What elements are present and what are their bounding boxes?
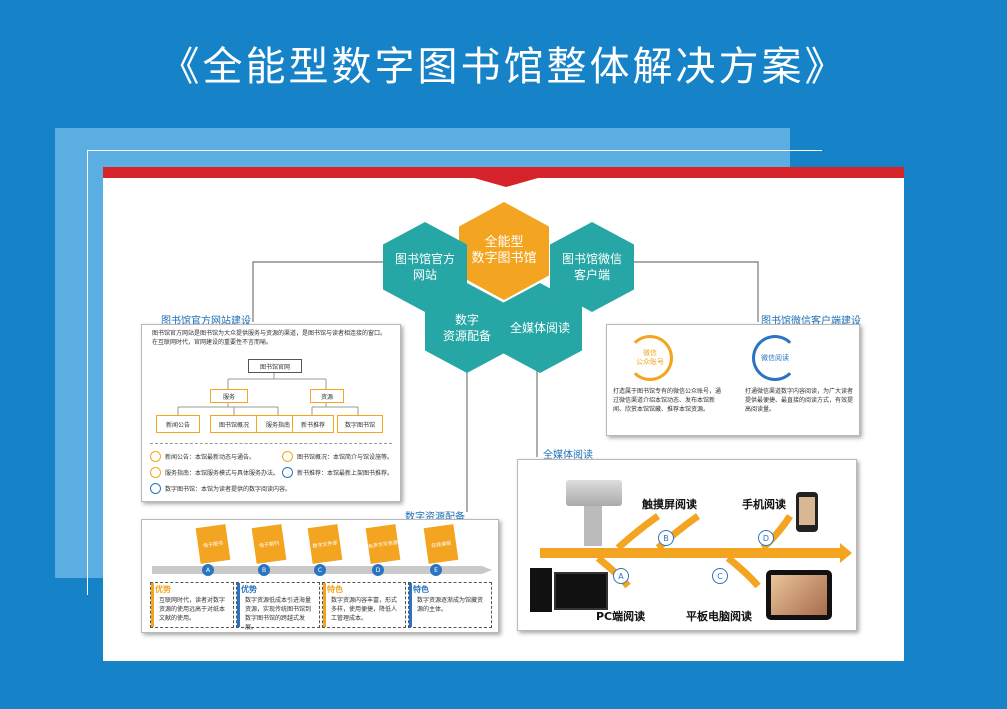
- media-label-tablet: 平板电脑阅读: [686, 610, 752, 623]
- legend-item: 新闻公告：本馆最新动态与通告。: [150, 451, 255, 462]
- wechat-text-2: 打通微信渠道数字内容阅读，为广大读者提供最便捷、最直接的阅读方式，有效提高阅读量…: [745, 388, 854, 413]
- resource-book: 数字文件库: [307, 524, 343, 564]
- header-notch: [474, 178, 538, 187]
- tablet-image: [766, 570, 832, 620]
- media-marker: C: [712, 568, 728, 584]
- tree-l1: 服务: [210, 389, 248, 403]
- tree-l2: 图书馆概况: [210, 415, 258, 433]
- feature-card: 优势 互联网时代，读者对数字资源的使用远高于对纸本文献的使用。: [150, 582, 234, 628]
- resource-book: 电子图书: [195, 524, 231, 564]
- legend-item: 数字图书馆：本馆为读者提供的数字阅读内容。: [150, 483, 291, 494]
- website-intro: 图书馆官方网站是图书馆为大众提供服务与资源的渠道，是图书馆与读者相连接的窗口。在…: [152, 330, 387, 346]
- circle-icon: [282, 451, 293, 462]
- circle-icon: [150, 483, 161, 494]
- resource-book: 有声文字资源: [365, 524, 401, 564]
- resources-panel: 电子图书 电子期刊 数字文件库 有声文字资源 在线课程 A B C D E 优势…: [141, 519, 499, 633]
- hex-resources: 数字 资源配备: [425, 283, 509, 373]
- phone-image: [796, 492, 818, 532]
- tree-lines: [177, 371, 359, 415]
- media-marker: A: [613, 568, 629, 584]
- resource-book: 在线课程: [423, 524, 459, 564]
- wechat-panel: 微信 公众账号 微信阅读 打造属于图书馆专有的微信公众账号，通过微信渠道介绍本馆…: [606, 324, 860, 436]
- page-title: 《全能型数字图书馆整体解决方案》: [159, 44, 848, 90]
- circle-icon: [150, 467, 161, 478]
- pc-tower-image: [530, 568, 552, 612]
- touchscreen-stand: [584, 506, 602, 546]
- divider: [150, 443, 392, 444]
- section-label-website: 图书馆官方网站建设: [161, 316, 251, 327]
- tree-root: 图书馆官网: [248, 359, 302, 373]
- resource-book: 电子期刊: [251, 524, 287, 564]
- media-marker: B: [658, 530, 674, 546]
- legend-item: 图书馆概况：本馆简介与馆设施等。: [282, 451, 393, 462]
- timeline-marker: A: [202, 564, 214, 576]
- tree-l2: 数字图书馆: [337, 415, 383, 433]
- pc-monitor-image: [554, 572, 608, 610]
- section-label-wechat: 图书馆微信客户端建设: [761, 316, 861, 327]
- tree-l2: 新书推荐: [292, 415, 334, 433]
- timeline-marker: C: [314, 564, 326, 576]
- feature-card: 特色 数字资源内容丰富，形式多样，使用便捷，降低人工管理成本。: [322, 582, 406, 628]
- decorative-line: [87, 150, 88, 595]
- wechat-account-circle: 微信 公众账号: [627, 335, 673, 381]
- connector-lines: [252, 261, 759, 512]
- website-panel: 图书馆官方网站是图书馆为大众提供服务与资源的渠道，是图书馆与读者相连接的窗口。在…: [141, 324, 401, 502]
- timeline-marker: B: [258, 564, 270, 576]
- media-label-phone: 手机阅读: [742, 498, 786, 511]
- decorative-line: [87, 150, 822, 151]
- media-panel: B D A C 触摸屏阅读 手机阅读 PC端阅读 平板电脑阅读: [517, 459, 857, 631]
- header-bar: [103, 167, 904, 178]
- touchscreen-image: [566, 480, 622, 506]
- circle-icon: [150, 451, 161, 462]
- section-label-media: 全媒体阅读: [543, 450, 593, 461]
- feature-card: 优势 数字资源低成本引进海量资源，实现传统图书馆到数字图书馆的跨越式发展。: [236, 582, 320, 631]
- media-marker: D: [758, 530, 774, 546]
- legend-item: 服务指南：本馆服务模式与具体服务办法。: [150, 467, 279, 478]
- timeline-marker: E: [430, 564, 442, 576]
- legend-item: 新书推荐：本馆最新上架图书推荐。: [282, 467, 393, 478]
- tree-l1: 资源: [310, 389, 344, 403]
- wechat-text-1: 打造属于图书馆专有的微信公众账号，通过微信渠道介绍本馆动态、发布本馆新闻、欣赏本…: [613, 388, 722, 413]
- media-label-pc: PC端阅读: [596, 610, 646, 623]
- media-label-touchscreen: 触摸屏阅读: [642, 498, 697, 511]
- diagram-board: 全能型 数字图书馆 图书馆官方 网站 图书馆微信 客户端 数字 资源配备 全媒体…: [103, 167, 904, 661]
- timeline-marker: D: [372, 564, 384, 576]
- wechat-reading-circle: 微信阅读: [752, 335, 798, 381]
- feature-card: 特色 数字资源逐渐成为馆藏资源的主体。: [408, 582, 492, 628]
- hex-media: 全媒体阅读: [498, 283, 582, 373]
- section-label-resources: 数字资源配备: [405, 512, 465, 523]
- tree-l2: 新闻公告: [156, 415, 200, 433]
- circle-icon: [282, 467, 293, 478]
